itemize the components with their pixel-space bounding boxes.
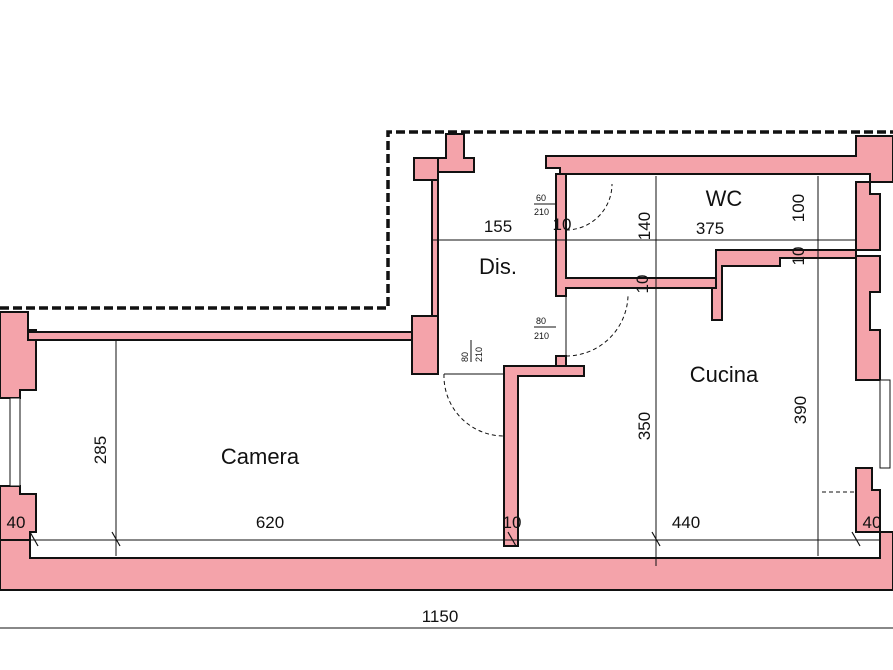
left-window-icon: [9, 397, 21, 487]
room-camera: Camera: [221, 444, 300, 469]
middle-partition: [503, 365, 585, 547]
cucina-door-height: 210: [534, 331, 549, 341]
dim-wc-height: 140: [635, 212, 654, 240]
wc-top-wall: [545, 135, 893, 183]
room-cucina: Cucina: [690, 362, 759, 387]
pillar-left-top: [413, 157, 439, 181]
dim-wall-right: 40: [863, 513, 882, 532]
pillar-left-mid: [411, 315, 439, 375]
dim-cucina-350: 350: [635, 412, 654, 440]
left-wall-upper: [0, 311, 37, 399]
cucina-door-width: 80: [536, 316, 546, 326]
dim-camera-height: 285: [91, 436, 110, 464]
dim-dis-width: 155: [484, 217, 512, 236]
room-wc: WC: [706, 186, 743, 211]
camera-door-height: 210: [474, 347, 484, 362]
right-wall-mid: [855, 255, 881, 381]
wc-door-width: 60: [536, 193, 546, 203]
wc-bottom-wall: [711, 249, 857, 321]
cucina-door-arc: [565, 295, 629, 357]
dim-dis-wall: 10: [553, 215, 572, 234]
tick-1: [29, 531, 39, 547]
dim-cucina-390: 390: [791, 396, 810, 424]
pillar-top: [437, 133, 475, 173]
balcony-outline: [0, 130, 893, 310]
right-wall-upper: [855, 181, 881, 251]
dim-total: 1150: [422, 607, 459, 626]
dim-wc-wall: 10: [789, 247, 808, 266]
room-dis: Dis.: [479, 254, 517, 279]
camera-door-width: 80: [460, 352, 470, 362]
tick-5: [851, 531, 861, 547]
wc-door-arc: [565, 183, 613, 231]
tick-3: [507, 531, 517, 547]
wc-door-height: 210: [534, 207, 549, 217]
dim-wc-100: 100: [789, 194, 808, 222]
right-window-icon: [879, 379, 891, 469]
dim-cucina-width: 440: [672, 513, 700, 532]
dim-wall-left: 40: [7, 513, 26, 532]
camera-door-arc: [443, 373, 505, 437]
camera-top-wall: [27, 331, 415, 341]
dim-cucina-wall: 10: [633, 275, 652, 294]
dim-wc-width: 375: [696, 219, 724, 238]
dim-camera-width: 620: [256, 513, 284, 532]
bottom-wall: [0, 531, 893, 591]
dim-wall-middle: 10: [503, 513, 522, 532]
